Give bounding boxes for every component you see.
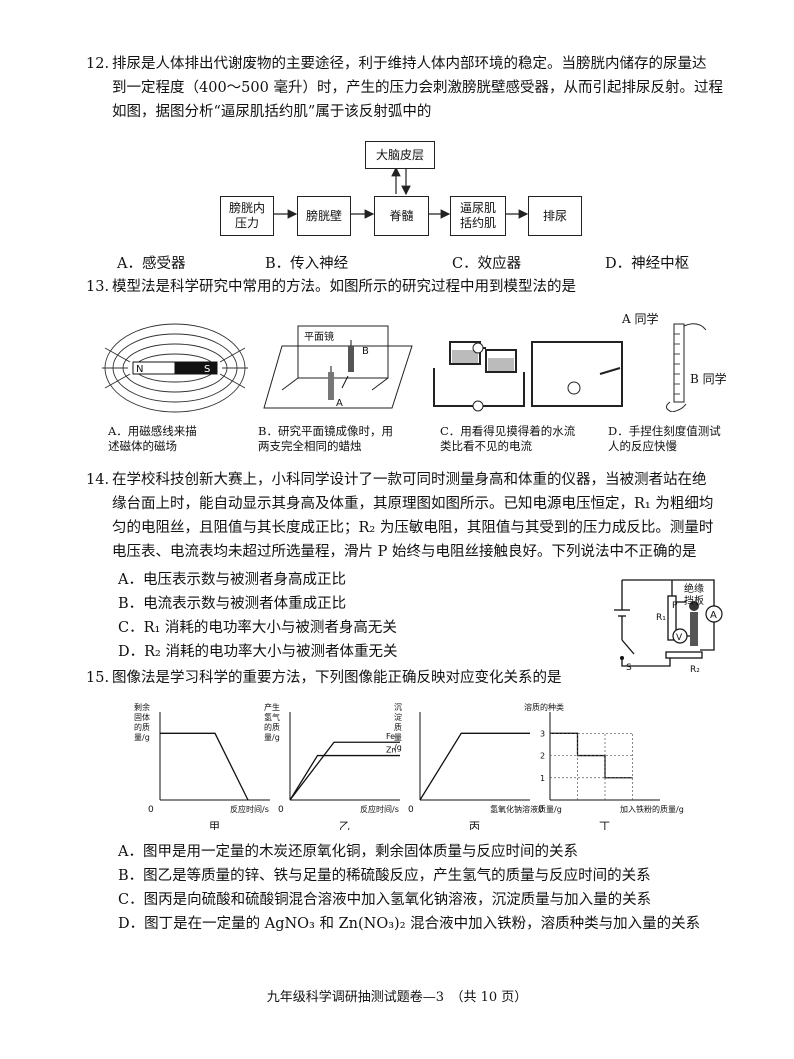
graph-0-ylabel-1: 固体 xyxy=(134,712,150,722)
graph-1-xlabel: 反应时间/s xyxy=(360,804,399,814)
q12-box-bladder-wall: 膀胱壁 xyxy=(297,196,351,236)
q13-mirror-label: 平面镜 xyxy=(304,330,334,343)
q15-option-a[interactable]: A．图甲是用一定量的木炭还原氧化铜，剩余固体质量与反应时间的关系 xyxy=(118,844,578,860)
q13-caption-d[interactable]: D．手捏住刻度值测试 人的反应快慢 xyxy=(608,424,721,453)
graph-2-ylabel-0: 沉 xyxy=(394,703,402,712)
q14-ammeter: A xyxy=(710,610,717,621)
q13-stem: 13.模型法是科学研究中常用的方法。如图所示的研究过程中用到模型法的是 xyxy=(86,279,576,295)
q12-diagram-arrows xyxy=(273,166,529,219)
q14-option-a[interactable]: A．电压表示数与被测者身高成正比 xyxy=(118,572,346,588)
q12-box-bladder-pressure: 膀胱内 压力 xyxy=(220,196,274,236)
graph-0-ylabel-2: 的质 xyxy=(134,722,150,732)
graph-1-series-label-1: Zn xyxy=(386,746,397,755)
graph-1-origin: 0 xyxy=(278,805,284,815)
q14-line-3: 匀的电阻丝，且阻值与其长度成正比；R₂ 为压敏电阻，其阻值与其受到的压力成反比。… xyxy=(112,520,714,536)
q14-line-1: 14.在学校科技创新大赛上，小科同学设计了一款可同时测量身高和体重的仪器，当被测… xyxy=(86,472,707,488)
q14-switch-s: S xyxy=(626,663,632,673)
graph-3-ytick-1: 2 xyxy=(540,752,545,761)
q14-line-4: 电压表、电流表均未超过所选量程，滑片 P 始终与电阻丝接触良好。下列说法中不正确… xyxy=(112,544,697,560)
q12-option-c[interactable]: C．效应器 xyxy=(452,256,522,272)
graph-3-origin: 0 xyxy=(538,805,544,815)
graph-2-origin: 0 xyxy=(408,805,414,815)
q12-number: 12. xyxy=(86,56,110,72)
graph-1-ylabel-1: 氢气 xyxy=(264,712,280,722)
graph-1-series-1 xyxy=(289,754,400,801)
q13-mirror-a: A xyxy=(336,398,343,409)
q12-box-spinal-cord: 脊髓 xyxy=(374,196,429,236)
q14-r2: R₂ xyxy=(690,665,700,675)
q15-option-b[interactable]: B．图乙是等质量的锌、铁与足量的稀硫酸反应，产生氢气的质量与反应时间的关系 xyxy=(118,868,651,884)
q14-line-2: 缘台面上时，能自动显示其身高及体重，其原理图如图所示。已知电源电压恒定，R₁ 为… xyxy=(112,496,714,512)
q13-caption-b[interactable]: B．研究平面镜成像时，用 两支完全相同的蜡烛 xyxy=(258,424,393,453)
q14-option-b[interactable]: B．电流表示数与被测者体重成正比 xyxy=(118,596,347,612)
graph-1-series-0 xyxy=(289,741,400,801)
q15-stem: 15.图像法是学习科学的重要方法，下列图像能正确反映对应变化关系的是 xyxy=(86,670,562,686)
q13-b-student-label: B 同学 xyxy=(690,372,727,386)
graph-1-ylabel-0: 产生 xyxy=(264,702,280,712)
q13-caption-a[interactable]: A．用磁感线来描 述磁体的磁场 xyxy=(108,424,197,453)
graph-3-ylabel-0: 溶质的种类 xyxy=(524,702,564,712)
graph-2-ylabel-2: 质 xyxy=(394,722,402,732)
q12-option-d[interactable]: D．神经中枢 xyxy=(605,256,690,272)
q12-box-detrusor: 逼尿肌 括约肌 xyxy=(450,196,506,236)
q15-number: 15. xyxy=(86,670,110,686)
q13-caption-c[interactable]: C．用看得见摸得着的水流 类比看不见的电流 xyxy=(440,424,576,453)
q12-line-2: 到一定程度（400～500 毫升）时，产生的压力会刺激膀胱壁感受器，从而引起排尿… xyxy=(112,80,723,96)
q13-waterflow-figure xyxy=(433,341,623,412)
q12-box-cortex: 大脑皮层 xyxy=(365,141,435,169)
q15-option-c[interactable]: C．图丙是向硫酸和硫酸铜混合溶液中加入氢氧化钠溶液，沉淀质量与加入量的关系 xyxy=(118,892,652,908)
q14-option-d[interactable]: D．R₂ 消耗的电功率大小与被测者体重无关 xyxy=(118,644,398,660)
q13-ruler-figure xyxy=(666,323,707,412)
q13-mirror-figure: 平面镜 B A xyxy=(263,325,413,409)
graph-0-name: 甲 xyxy=(209,820,220,830)
graph-1-name: 乙 xyxy=(339,820,350,830)
graph-2-xlabel: 氢氧化钠溶液质量/g xyxy=(490,804,562,814)
q14-insulation: 绝缘 xyxy=(684,582,704,595)
graph-0-series-0 xyxy=(160,732,249,801)
page-footer: 九年级科学调研抽测试题卷—3 （共 10 页） xyxy=(266,990,528,1005)
q15-option-d[interactable]: D．图丁是在一定量的 AgNO₃ 和 Zn(NO₃)₂ 混合液中加入铁粉，溶质种… xyxy=(118,916,701,932)
graph-3-ytick-2: 1 xyxy=(540,774,545,783)
q12-option-a[interactable]: A．感受器 xyxy=(117,256,186,272)
q13-magnet-s: S xyxy=(204,364,210,375)
q14-option-c[interactable]: C．R₁ 消耗的电功率大小与被测者身高无关 xyxy=(118,620,397,636)
graph-2-ylabel-1: 淀 xyxy=(394,712,402,722)
q13-magnet-n: N xyxy=(136,364,143,375)
graph-0-ylabel-3: 量/g xyxy=(134,733,150,742)
q12-line-1: 12.排尿是人体排出代谢废物的主要途径，利于维持人体内部环境的稳定。当膀胱内储存… xyxy=(86,56,707,72)
q12-option-b[interactable]: B．传入神经 xyxy=(265,256,349,272)
graph-0-xlabel: 反应时间/s xyxy=(230,804,269,814)
q14-r1: R₁ xyxy=(656,613,666,623)
q12-box-urination: 排尿 xyxy=(528,196,582,236)
graph-0-origin: 0 xyxy=(148,805,154,815)
graph-2-ylabel-4: /g xyxy=(394,743,402,752)
graph-3-ytick-0: 3 xyxy=(540,729,545,738)
graph-2-name: 丙 xyxy=(469,820,480,830)
q13-a-student-label: A 同学 xyxy=(622,312,659,326)
q14-slider-p: P xyxy=(672,601,678,611)
graph-1-series-label-0: Fe xyxy=(386,732,395,741)
graph-3-xlabel: 加入铁粉的质量/g xyxy=(620,804,684,814)
q14-circuit-diagram: A V R₁ R₂ P S 绝缘 挡板 xyxy=(614,579,723,675)
q13-magnet-figure: N S xyxy=(102,323,248,413)
q14-number: 14. xyxy=(86,472,110,488)
q14-voltmeter: V xyxy=(676,633,683,643)
q13-mirror-b: B xyxy=(362,346,369,357)
graph-2-series-0 xyxy=(419,732,530,801)
graph-3-name: 丁 xyxy=(599,820,610,830)
q14-baffle: 挡板 xyxy=(684,594,704,607)
q12-line-3: 如图，据图分析“逼尿肌括约肌”属于该反射弧中的 xyxy=(112,104,432,120)
q13-number: 13. xyxy=(86,279,110,295)
graph-2-ylabel-3: 量 xyxy=(394,733,402,742)
graph-1-ylabel-3: 量/g xyxy=(264,733,280,742)
graph-0-ylabel-0: 剩余 xyxy=(134,702,150,712)
graph-1-ylabel-2: 的质 xyxy=(264,722,280,732)
